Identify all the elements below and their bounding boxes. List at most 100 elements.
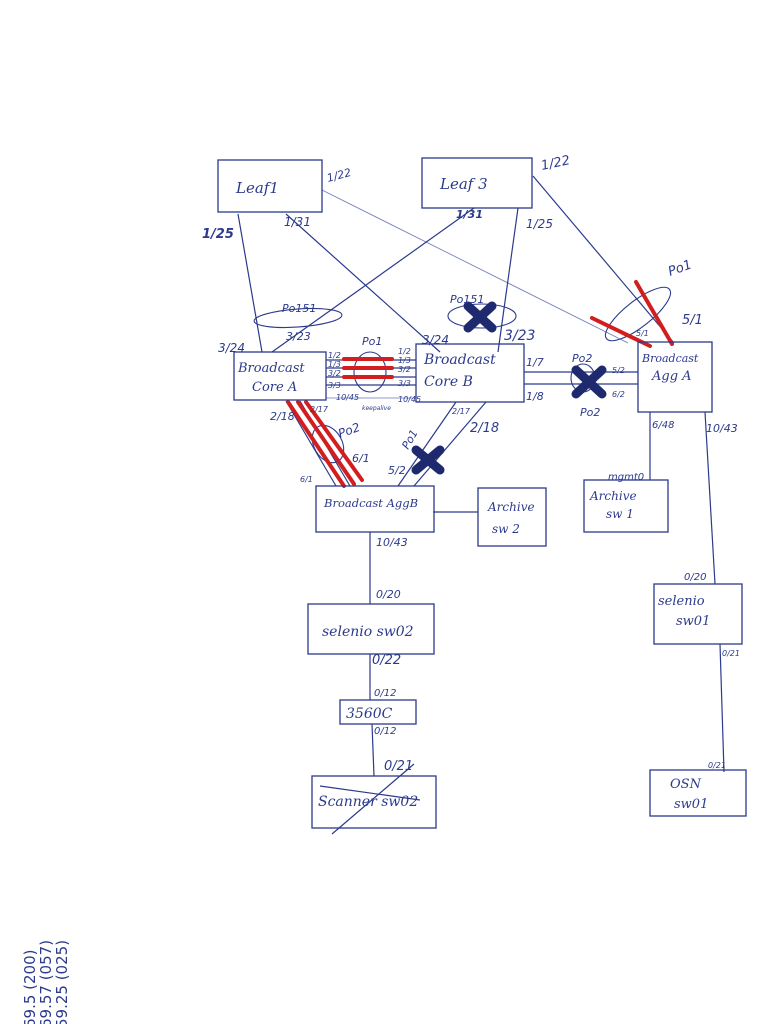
port-coreB-3-23: 3/23 <box>504 328 535 344</box>
link-selenio01-osn <box>719 643 725 773</box>
agg-b-label: Broadcast AggB <box>323 496 418 510</box>
port-coreA-3-2: 3/2 <box>328 369 341 378</box>
link-leaf1-aggA <box>321 189 629 344</box>
archive1-label-line1: Archive <box>589 489 637 503</box>
port-selenio02-0-20: 0/20 <box>376 588 401 601</box>
port-leaf3-1-25: 1/25 <box>526 217 553 231</box>
red-highlights <box>286 280 674 488</box>
crossed-switch-label: Scanner sw02 <box>318 794 418 810</box>
strike-line-2 <box>331 763 415 835</box>
po151-ring-left <box>253 307 343 329</box>
label-po1-aggA: Po1 <box>666 257 694 279</box>
selenio02-label: selenio sw02 <box>322 624 414 640</box>
port-coreB-3-24: 3/24 <box>422 333 449 347</box>
link-aggA-selenio01 <box>704 411 716 585</box>
port-leaf1-1-22: 1/22 <box>325 166 352 185</box>
core-b-label-line1: Broadcast <box>423 352 496 368</box>
node-3560c: 3560C <box>339 699 417 725</box>
red-link-aggB-3 <box>304 400 364 482</box>
selenio01-label-line1: selenio <box>658 594 705 609</box>
port-coreA-10-45: 10/45 <box>336 393 359 402</box>
node-osn-sw01: OSN sw01 <box>649 769 747 817</box>
port-coreA-1-3: 1/3 <box>328 360 341 369</box>
red-link-aggA-1 <box>634 280 674 346</box>
leaf3-label: Leaf 3 <box>439 175 488 193</box>
node-leaf3: Leaf 3 <box>421 157 533 209</box>
label-keepalive: keepalive <box>362 405 391 412</box>
node-broadcast-core-a: Broadcast Core A <box>233 351 327 401</box>
node-crossed-out-switch: Scanner sw02 <box>311 763 437 835</box>
port-aggB-5-2: 5/2 <box>388 464 406 477</box>
port-coreA-3-3: 3/3 <box>328 381 341 390</box>
core-a-label-line1: Broadcast <box>237 361 305 376</box>
archive2-label-line1: Archive <box>487 500 535 514</box>
port-coreB-2-18: 2/18 <box>470 421 499 436</box>
port-coreB-1-2: 1/2 <box>398 347 411 356</box>
link-3560-crossed <box>371 723 375 777</box>
strike-line-1 <box>319 785 421 801</box>
port-aggA-6-48: 6/48 <box>652 420 674 431</box>
archive1-label-line2: sw 1 <box>606 507 634 521</box>
po1-ring-cores <box>353 351 387 393</box>
port-crossed-0-21: 0/21 <box>384 759 413 774</box>
node-archive-sw1: Archive sw 1 <box>583 479 669 533</box>
link-coreA-aggB-1 <box>285 400 337 487</box>
switch-3560c-label: 3560C <box>346 706 393 722</box>
x-mark-po151 <box>463 301 497 333</box>
red-link-aggB-2 <box>296 400 356 486</box>
node-selenio-sw01: selenio sw01 <box>653 583 743 645</box>
port-aggB-10-43: 10/43 <box>376 536 408 549</box>
port-selenio01-0-20: 0/20 <box>684 572 706 583</box>
port-leaf3-1-22: 1/22 <box>540 153 572 174</box>
red-link-aggB-1 <box>286 400 346 488</box>
port-3560-0-12-bottom: 0/12 <box>374 726 396 737</box>
link-coreB-aggB-1 <box>397 401 457 487</box>
port-leaf1-1-25: 1/25 <box>202 227 234 242</box>
x-mark-po2-aggA <box>571 365 607 399</box>
node-broadcast-core-b: Broadcast Core B <box>415 343 525 403</box>
port-selenio01-0-21: 0/21 <box>722 649 740 658</box>
core-b-label-line2: Core B <box>424 374 473 390</box>
node-archive-sw2: Archive sw 2 <box>477 487 547 547</box>
port-coreB-1-7: 1/7 <box>526 356 544 369</box>
note-line-1: 69.5 (200) <box>21 949 39 1024</box>
port-aggA-6-2: 6/2 <box>612 390 625 399</box>
label-po151-right: Po151 <box>450 293 484 306</box>
port-aggA-5-1: 5/1 <box>682 313 703 328</box>
note-line-3: 59.25 (025) <box>53 940 71 1024</box>
label-po2-aggA-top: Po2 <box>572 352 592 365</box>
po151-ring-right <box>447 303 517 329</box>
agg-a-label-line2: Agg A <box>651 369 692 384</box>
label-po2-aggA-bottom: Po2 <box>580 406 600 419</box>
port-coreB-1-8: 1/8 <box>526 390 544 403</box>
port-coreA-1-2: 1/2 <box>328 351 341 360</box>
port-selenio02-0-22: 0/22 <box>372 653 401 668</box>
port-aggA-5-1-top: 5/1 <box>636 329 649 338</box>
node-broadcast-agg-b: Broadcast AggB <box>315 485 435 533</box>
port-leaf1-1-31: 1/31 <box>284 215 311 229</box>
link-coreB-aggB-2 <box>413 401 487 487</box>
core-a-label-line2: Core A <box>252 380 297 395</box>
port-labels: 1/22 1/31 1/25 1/22 1/31 1/25 Po1 Po151 … <box>202 153 740 774</box>
link-leaf1-coreB <box>285 213 441 353</box>
link-leaf3-coreA <box>271 207 475 353</box>
port-aggA-5-2: 5/2 <box>612 366 625 375</box>
port-leaf3-1-31: 1/31 <box>456 208 483 221</box>
port-coreA-3-24: 3/24 <box>218 341 245 355</box>
osn-label-line2: sw01 <box>674 797 708 812</box>
port-3560-0-12-top: 0/12 <box>374 688 396 699</box>
port-coreB-10-45: 10/45 <box>398 395 421 404</box>
port-coreB-1-3: 1/3 <box>398 356 411 365</box>
port-coreB-3-2: 3/2 <box>398 365 411 374</box>
port-aggB-6-1: 6/1 <box>352 452 370 465</box>
label-po1-cores: Po1 <box>362 335 382 348</box>
port-aggB-6-1-left: 6/1 <box>300 475 313 484</box>
port-coreB-3-3: 3/3 <box>398 379 411 388</box>
link-leaf1-coreA <box>237 213 263 353</box>
port-coreB-2-17: 2/17 <box>452 407 471 416</box>
failure-x-marks <box>411 301 607 475</box>
port-coreA-3-23: 3/23 <box>286 330 311 343</box>
label-mgmt: mgmt0 <box>608 472 644 483</box>
link-leaf3-coreB <box>497 207 519 353</box>
